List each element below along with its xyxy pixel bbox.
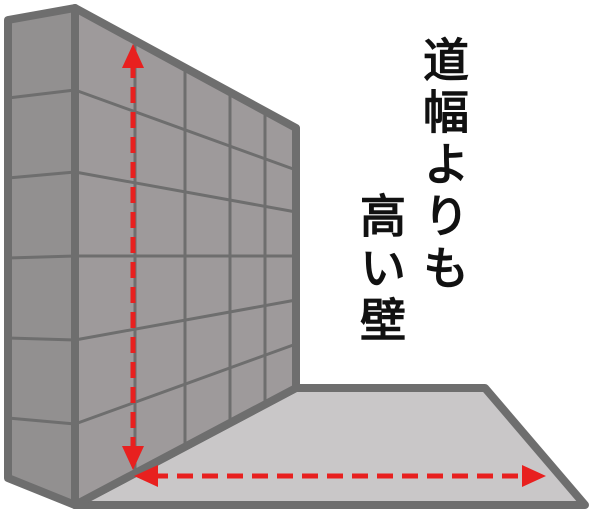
height-arrow-head-bottom — [122, 446, 144, 470]
width-arrow — [134, 465, 546, 487]
height-arrow-head-top — [122, 44, 144, 68]
caption-line-2: 高い壁 — [353, 192, 407, 348]
caption-line-1: 道幅よりも — [416, 36, 470, 296]
height-arrow — [122, 44, 144, 470]
width-arrow-head-right — [522, 465, 546, 487]
width-arrow-head-left — [134, 465, 158, 487]
